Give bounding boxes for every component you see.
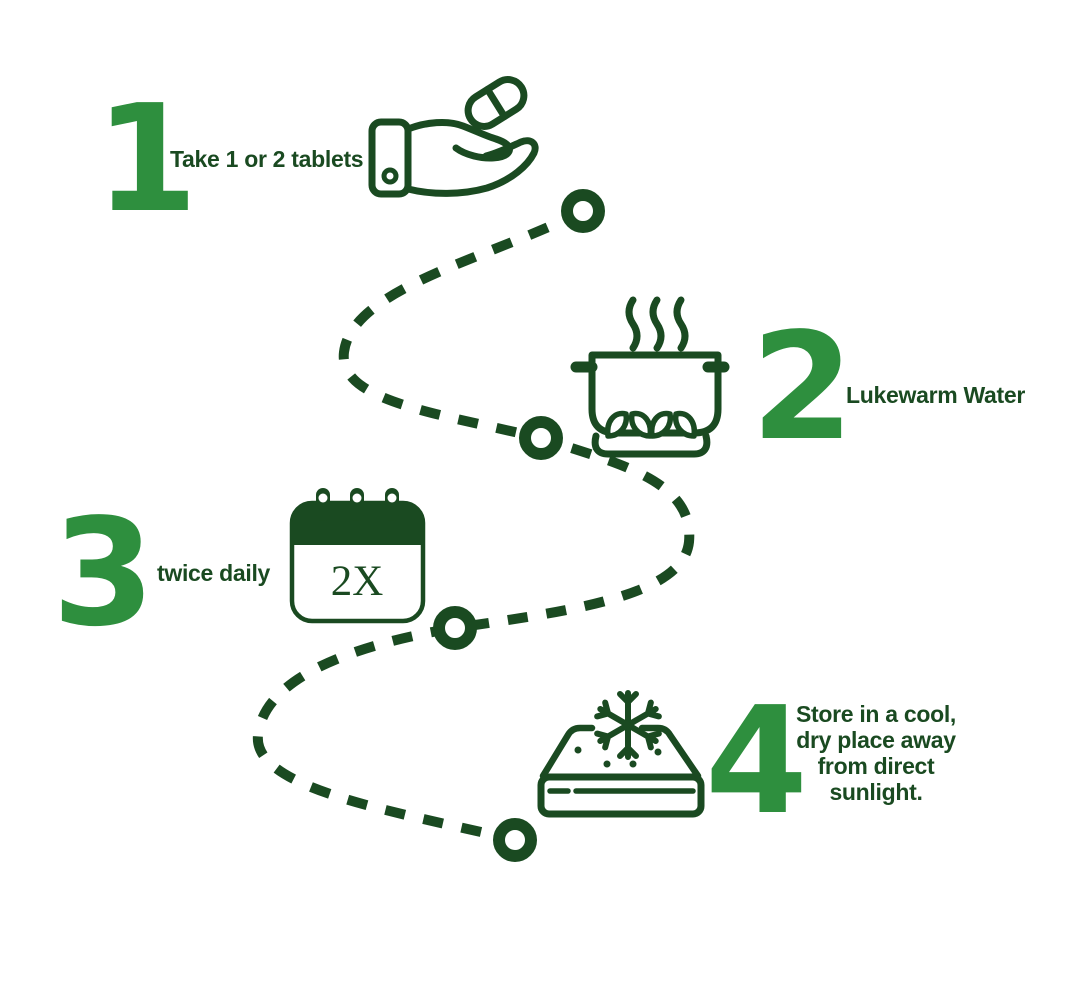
dashed-route-path	[252, 206, 695, 845]
step-3-number: 3	[52, 487, 155, 659]
step-2-number: 2	[751, 301, 854, 473]
step-4-label: Store in a cool, dry place away from dir…	[795, 701, 957, 805]
cold-storage-icon	[537, 690, 705, 818]
step-2-label: Lukewarm Water	[846, 382, 1026, 408]
step-1-label: Take 1 or 2 tablets	[170, 146, 364, 172]
calendar-icon: 2X	[289, 488, 426, 624]
step-4-number: 4	[705, 675, 808, 847]
frost-dots	[574, 746, 662, 768]
hand-with-pill-icon	[368, 76, 539, 198]
step-3-label: twice daily	[157, 560, 271, 586]
calendar-2x-text: 2X	[331, 558, 384, 605]
snowflake-icon	[594, 690, 662, 760]
step-1-number: 1	[95, 73, 198, 245]
boiling-pot-icon	[570, 296, 730, 458]
route-node-4	[493, 818, 537, 862]
route-node-1	[561, 189, 605, 233]
route-node-3	[433, 606, 477, 650]
route-node-2	[519, 416, 563, 460]
